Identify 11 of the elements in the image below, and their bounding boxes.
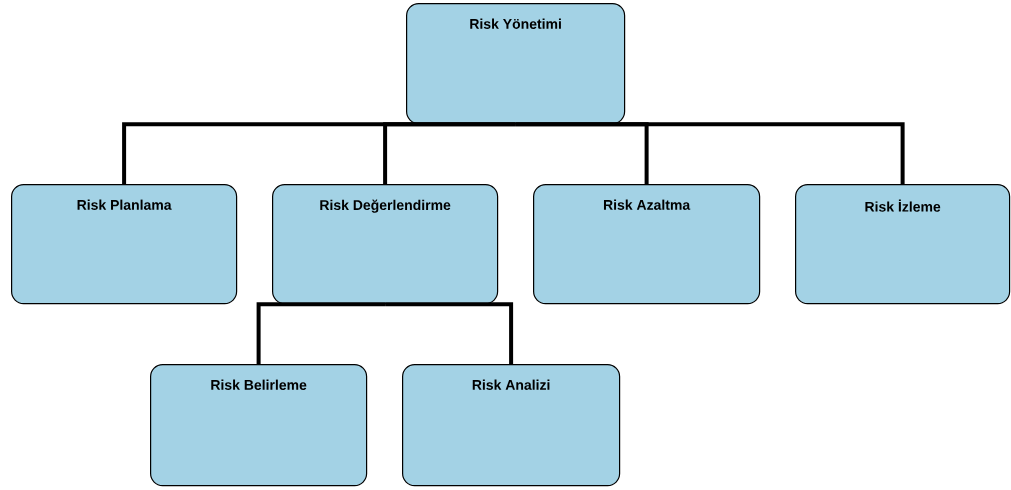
org-box: Risk Yönetimi bbox=[406, 3, 626, 125]
org-box: Risk Planlama bbox=[11, 184, 238, 305]
connector-line bbox=[256, 302, 386, 364]
org-box: Risk İzleme bbox=[795, 184, 1011, 305]
org-box: Risk Belirleme bbox=[150, 364, 368, 487]
org-box: Risk Analizi bbox=[402, 364, 621, 487]
org-box: Risk Değerlendirme bbox=[272, 184, 499, 305]
connector-line bbox=[385, 302, 514, 364]
connector-line bbox=[383, 122, 516, 184]
org-box: Risk Azaltma bbox=[533, 184, 761, 305]
connector-line bbox=[515, 122, 905, 184]
